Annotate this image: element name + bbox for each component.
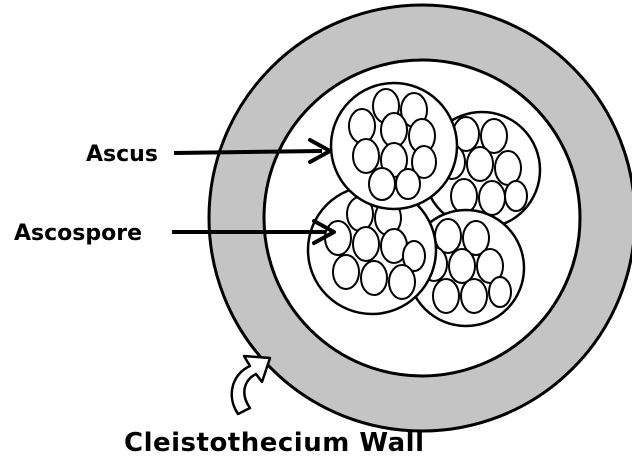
ascospore-label: Ascospore	[14, 221, 142, 246]
wall-pointer-arrow-icon	[232, 356, 270, 414]
wall-label: Cleistothecium Wall	[124, 428, 424, 458]
ascus-label: Ascus	[86, 142, 158, 167]
ascus-top	[331, 83, 457, 209]
